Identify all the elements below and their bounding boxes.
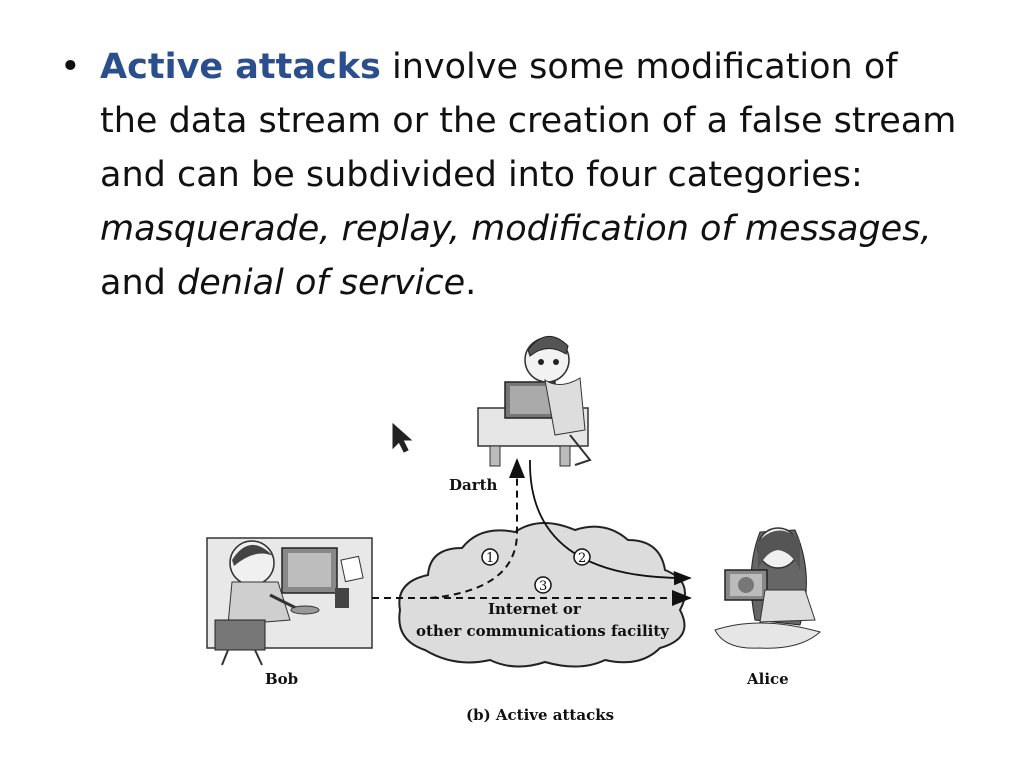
alice-label: Alice [746, 670, 789, 688]
bob-to-darth-arrow [429, 458, 525, 599]
bullet-symbol: • [60, 47, 81, 87]
bullet-text: Active attacks involve some modification… [100, 40, 960, 310]
darth-illustration [477, 336, 592, 467]
darth-label: Darth [449, 476, 498, 494]
bullet-period: . [465, 263, 477, 303]
step-3-label: 3 [539, 579, 547, 594]
step-1-label: 1 [486, 551, 494, 566]
alice-illustration [714, 527, 822, 649]
bob-illustration [206, 537, 373, 666]
category-denial-of-service: denial of service [176, 263, 466, 303]
step-2-label: 2 [578, 551, 586, 566]
step-3-marker: 3 [534, 576, 552, 594]
bullet-point: • Active attacks involve some modificati… [60, 40, 960, 310]
bob-label: Bob [265, 670, 298, 688]
internet-cloud [398, 521, 686, 668]
mouse-pointer-icon [392, 422, 413, 453]
step-1-marker: 1 [481, 548, 499, 566]
figure-caption: (b) Active attacks [466, 706, 614, 724]
category-list-italic: masquerade, replay, modification of mess… [100, 209, 932, 249]
cloud-label-line1: Internet or [488, 600, 582, 618]
cloud-label-line2: other communications facility [416, 622, 670, 640]
active-attacks-figure: Darth Bob Alice [0, 320, 1024, 768]
darth-to-alice-arrow [529, 459, 692, 586]
step-2-marker: 2 [573, 548, 591, 566]
bullet-text-part2: and [100, 263, 177, 303]
term-active-attacks: Active attacks [100, 47, 381, 87]
bullet-text-part1: involve some modification of the data st… [100, 47, 957, 195]
